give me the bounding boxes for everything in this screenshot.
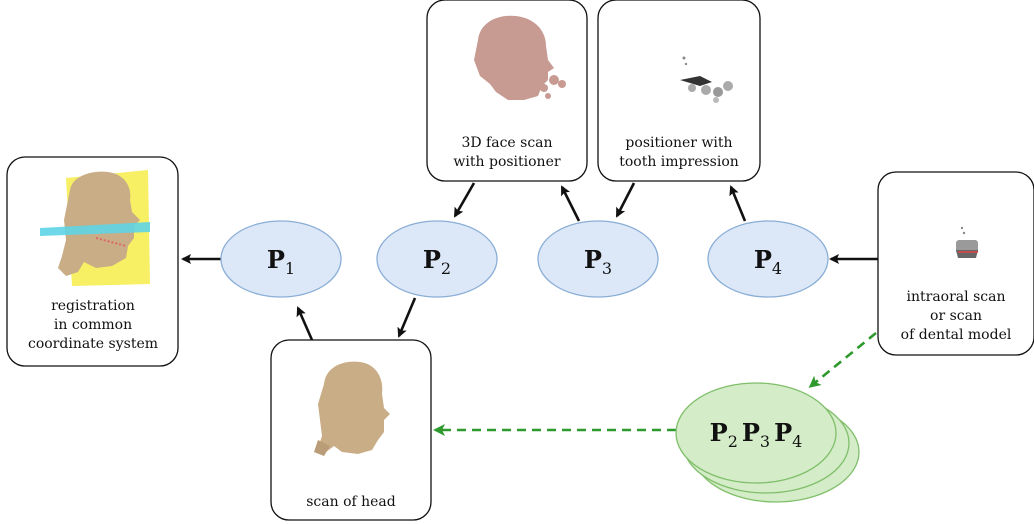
face-scan-label-1: 3D face scan: [461, 135, 552, 151]
node-p2: P2: [376, 220, 498, 298]
registration-label-3: coordinate system: [28, 336, 158, 352]
stack-p4-sub: 4: [792, 432, 802, 451]
positioner-box: positioner with tooth impression: [597, 0, 761, 182]
intraoral-label-2: or scan: [930, 308, 982, 324]
stack-p3-main: P: [742, 418, 760, 447]
intraoral-box: intraoral scan or scan of dental model: [877, 171, 1034, 356]
p1-sub: 1: [285, 259, 295, 278]
head-scan-box: scan of head: [270, 339, 432, 521]
head-scan-image: [314, 361, 390, 456]
p2-sub: 2: [441, 259, 451, 278]
arrow-facescan-to-p2: [453, 182, 476, 218]
svg-text:P1: P1: [267, 245, 295, 278]
positioner-label-1: positioner with: [625, 135, 732, 151]
head-scan-label: scan of head: [306, 494, 396, 510]
svg-text:P3: P3: [584, 245, 612, 278]
registration-label-1: registration: [51, 298, 135, 314]
arrow-positioner-to-p3: [615, 182, 636, 218]
registration-box: registration in common coordinate system: [6, 156, 179, 367]
face-scan-label-2: with positioner: [453, 154, 560, 170]
arrow-p4-to-positioner: [729, 185, 747, 222]
svg-text:P4: P4: [754, 245, 782, 278]
face-scan-box: 3D face scan with positioner: [426, 0, 588, 182]
registration-label-2: in common: [54, 317, 132, 333]
stack-p4-main: P: [774, 418, 792, 447]
svg-text:P2: P2: [423, 245, 451, 278]
arrows: [181, 182, 878, 341]
intraoral-label-1: intraoral scan: [907, 289, 1006, 305]
arrow-intraoral-to-stack: [808, 331, 877, 388]
intraoral-image: [956, 226, 978, 258]
stack-p2-sub: 2: [728, 432, 738, 451]
stack-p2-main: P: [710, 418, 728, 447]
node-p4: P4: [707, 220, 829, 298]
positioner-image: [680, 56, 733, 103]
registration-head-image: [40, 170, 150, 286]
p4-main: P: [754, 245, 772, 274]
node-p3: P3: [537, 220, 659, 298]
arrow-p2-to-head: [397, 297, 417, 338]
arrow-p3-to-facescan: [560, 185, 581, 222]
node-p1: P1: [220, 220, 342, 298]
arrow-head-to-p1: [296, 306, 314, 341]
p1-main: P: [267, 245, 285, 274]
dashed-arrows: [433, 331, 877, 436]
stack-p3-sub: 3: [760, 432, 770, 451]
p3-sub: 3: [602, 259, 612, 278]
face-scan-image: [474, 15, 566, 101]
p4-sub: 4: [772, 259, 782, 278]
intraoral-label-3: of dental model: [901, 327, 1012, 343]
p2-main: P: [423, 245, 441, 274]
p3-main: P: [584, 245, 602, 274]
positioner-label-2: tooth impression: [619, 154, 739, 170]
